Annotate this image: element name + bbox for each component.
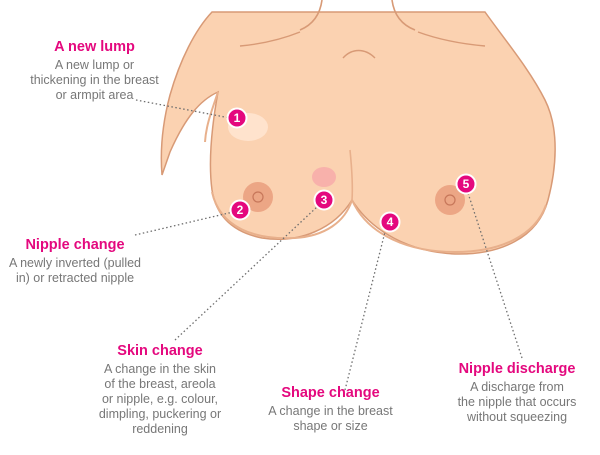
redness-patch (312, 167, 336, 187)
left-areola (243, 182, 273, 212)
marker-circle (229, 199, 251, 221)
leader-lines (134, 99, 523, 391)
marker-number: 2 (237, 203, 244, 217)
leader-line (174, 205, 319, 341)
callout-description: A change in the skin of the breast, areo… (98, 362, 222, 436)
marker-number: 1 (234, 111, 241, 125)
collarbone-left (239, 31, 301, 47)
left-breast-fold (211, 191, 353, 240)
callout-description: A new lump or thickening in the breast o… (30, 58, 159, 102)
callout-skin-change: Skin change A change in the skin of the … (86, 342, 234, 437)
neck-line-left (299, 0, 323, 31)
right-areola (435, 185, 465, 215)
callout-shape-change: Shape change A change in the breast shap… (258, 384, 403, 434)
callout-title: Skin change (117, 343, 203, 359)
marker-1: 1 (226, 107, 248, 129)
callout-description: A newly inverted (pulled in) or retracte… (8, 256, 142, 285)
marker-circle (226, 107, 248, 129)
right-breast-fold (351, 199, 547, 254)
cleavage-line (349, 149, 354, 201)
callout-nipple-change: Nipple change A newly inverted (pulled i… (5, 236, 145, 286)
right-nipple (444, 194, 456, 206)
callout-new-lump: A new lump A new lump or thickening in t… (22, 38, 167, 103)
leader-line (134, 211, 234, 236)
marker-circle (379, 211, 401, 233)
marker-number: 5 (463, 177, 470, 191)
marker-4: 4 (379, 211, 401, 233)
marker-3: 3 (313, 189, 335, 211)
callout-description: A change in the breast shape or size (268, 404, 393, 433)
armpit-crease (204, 91, 219, 143)
torso-shape (160, 11, 556, 255)
callout-title: A new lump (54, 39, 135, 55)
marker-number: 4 (387, 215, 394, 229)
callout-nipple-discharge: Nipple discharge A discharge from the ni… (443, 360, 591, 425)
callout-title: Nipple discharge (458, 361, 576, 377)
collarbone-right (417, 31, 486, 47)
callout-description: A discharge from the nipple that occurs … (457, 380, 577, 424)
left-nipple (252, 191, 264, 203)
callout-title: Shape change (281, 385, 380, 401)
leader-line (344, 227, 387, 391)
marker-circle (455, 173, 477, 195)
neck-line-right (391, 0, 416, 31)
marker-number: 3 (321, 193, 328, 207)
leader-line (466, 189, 523, 359)
numbered-markers: 1 2 3 4 5 (226, 107, 477, 233)
marker-2: 2 (229, 199, 251, 221)
marker-circle (313, 189, 335, 211)
callout-title: Nipple change (25, 237, 125, 253)
collarbone-center (342, 49, 376, 59)
marker-5: 5 (455, 173, 477, 195)
